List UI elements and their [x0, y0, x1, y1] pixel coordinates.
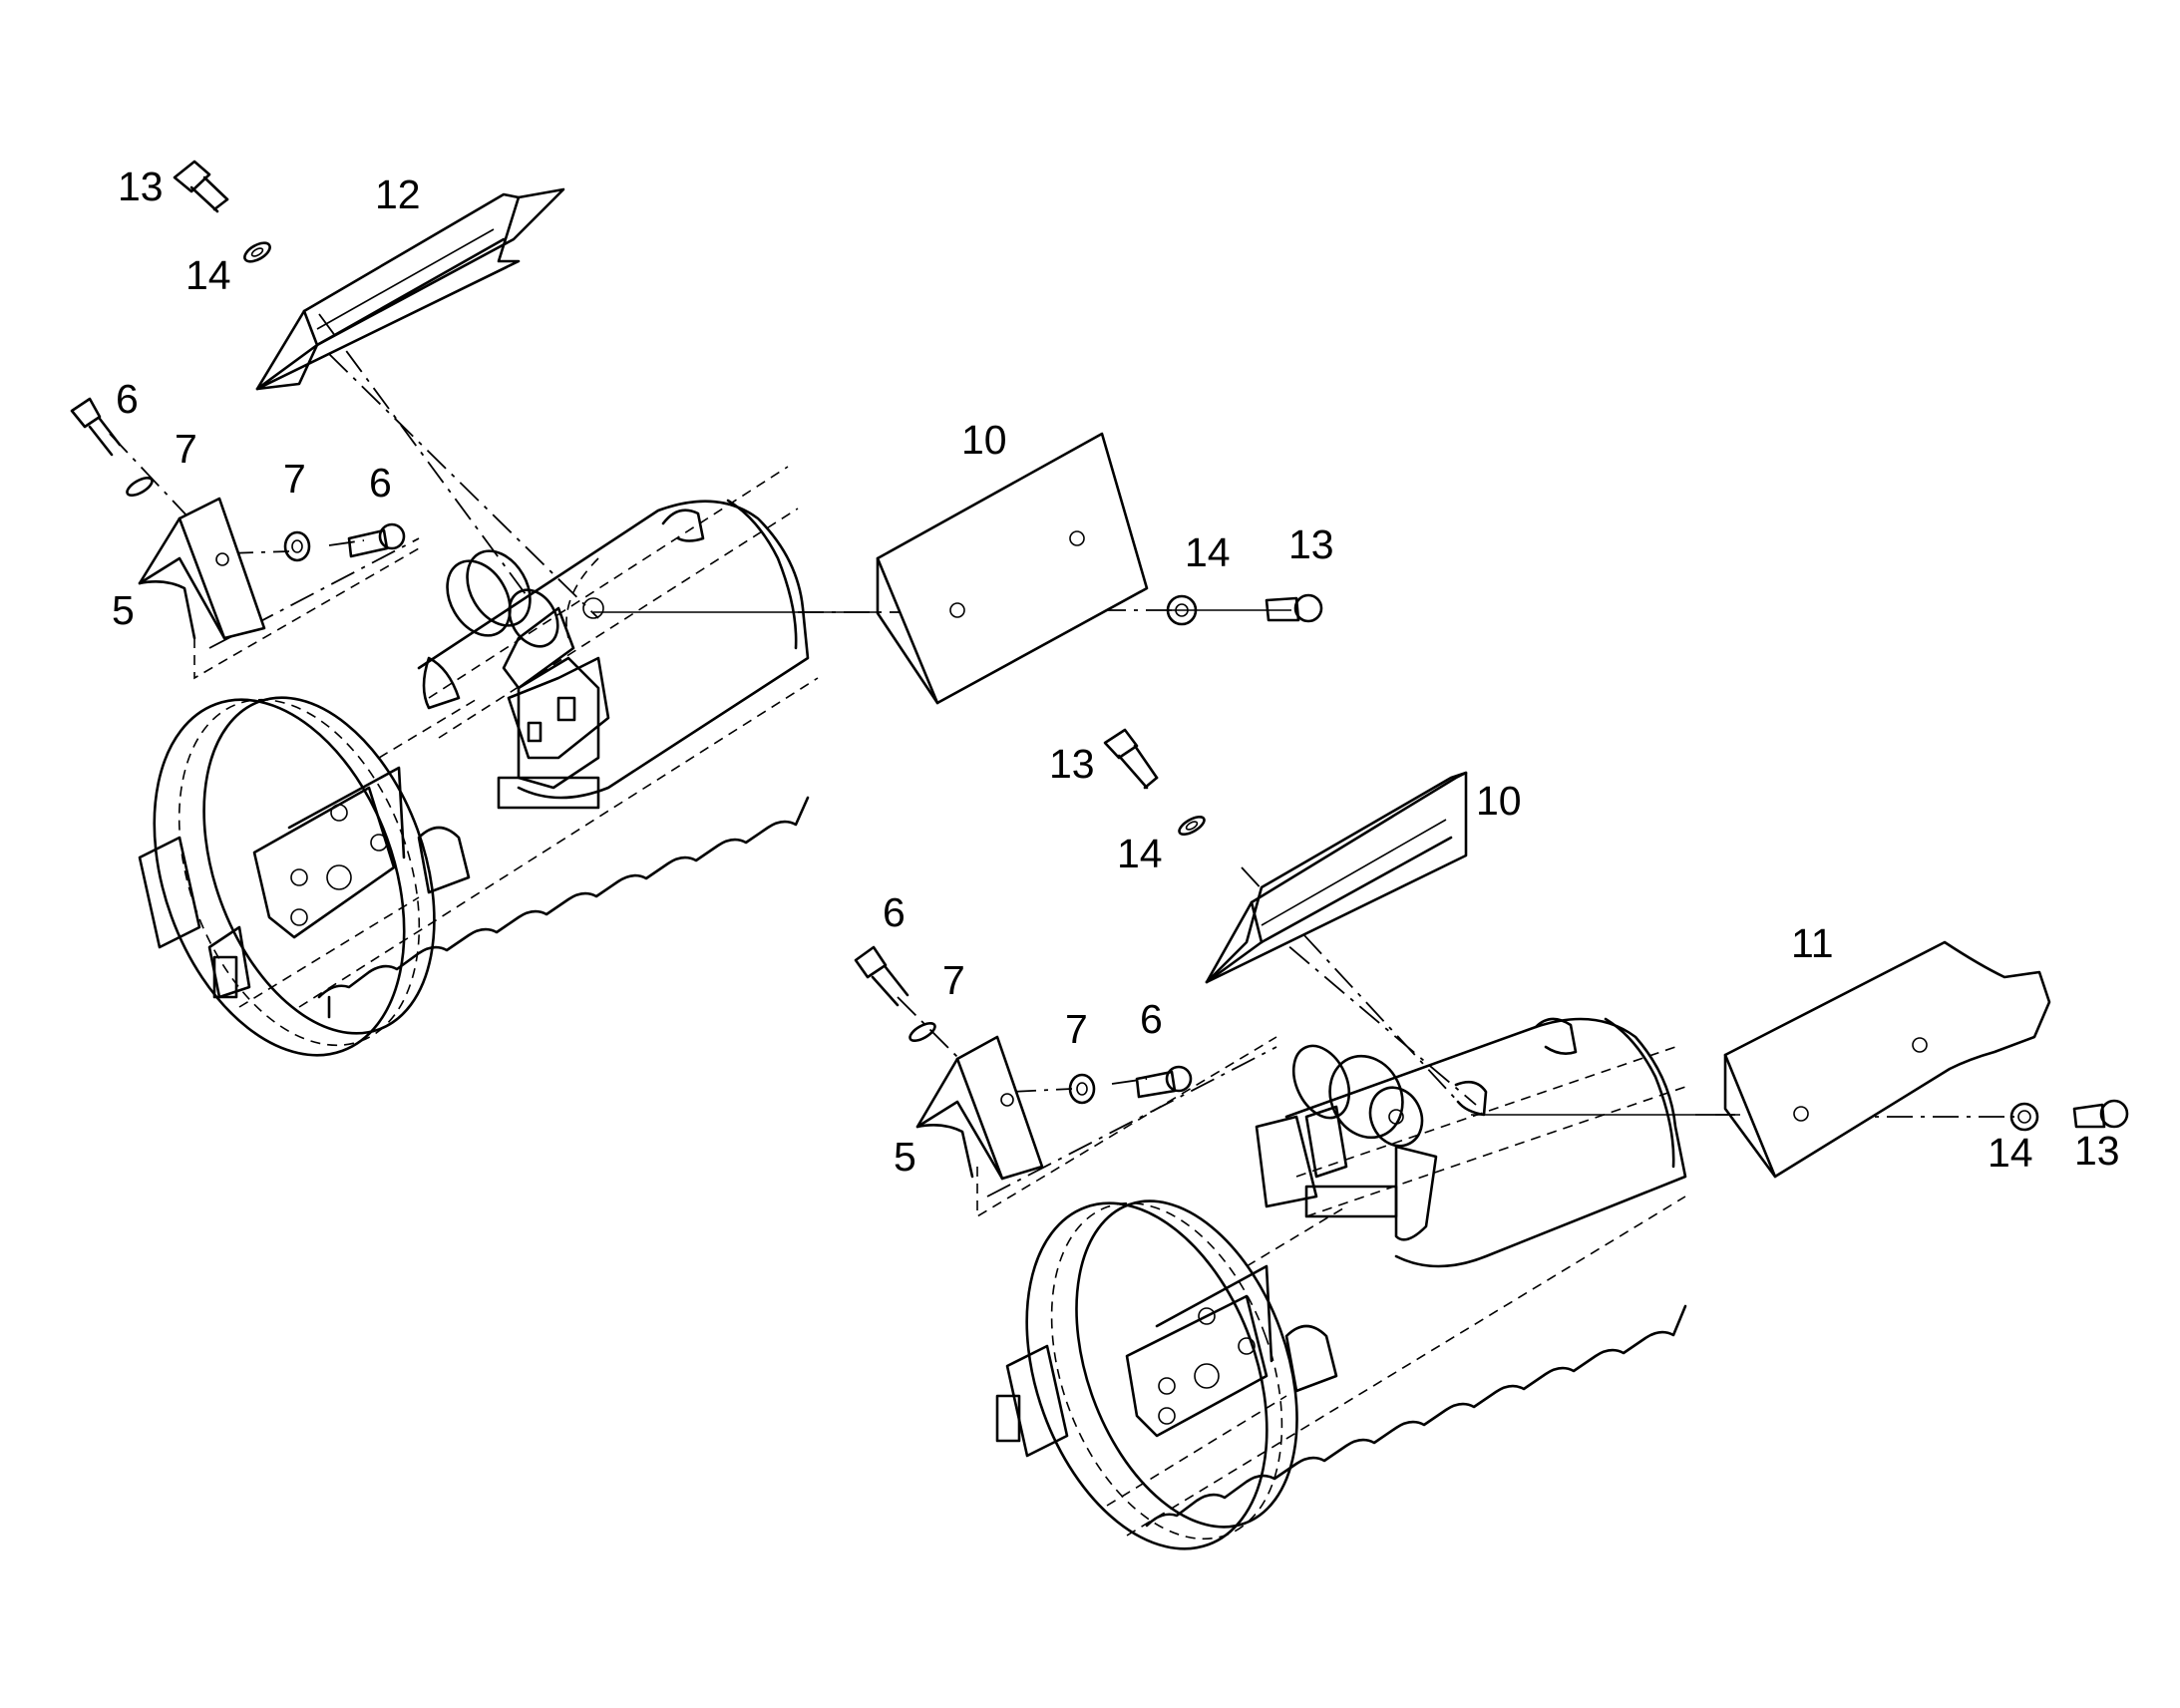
callout-7: 7	[942, 957, 965, 1003]
upper-track-frame-assembly	[138, 466, 819, 1057]
callout-7: 7	[283, 456, 306, 502]
plate-part-10-upper	[876, 432, 1149, 705]
callout-6: 6	[1140, 996, 1163, 1042]
callout-6: 6	[883, 889, 906, 935]
washer-14-upper-right	[1166, 594, 1198, 626]
callout-10: 10	[961, 417, 1007, 463]
bolt-6-lower-b	[1135, 1065, 1193, 1099]
bolt-13-upper	[173, 160, 229, 213]
callouts: 13 12 14 6 7 7 6 5 10 14 13 13 10 14 6 7…	[112, 164, 2120, 1180]
callout-14: 14	[1185, 529, 1231, 575]
washer-7-lower-a	[908, 1021, 936, 1043]
callout-13: 13	[1049, 741, 1095, 787]
bolt-6-upper-a	[70, 397, 122, 457]
washer-7-upper-a	[126, 476, 154, 498]
bracket-part-5-lower	[915, 1035, 1044, 1181]
callout-14: 14	[1988, 1130, 2033, 1176]
callout-5: 5	[894, 1134, 916, 1180]
callout-11: 11	[1791, 920, 1834, 966]
guard-part-12	[255, 187, 565, 391]
callout-5: 5	[112, 587, 135, 633]
callout-7: 7	[1065, 1006, 1088, 1052]
washer-14-upper	[243, 241, 271, 263]
washer-14-lower	[1178, 815, 1206, 837]
callout-12: 12	[375, 171, 421, 217]
bolt-13-lower-right	[2072, 1099, 2129, 1129]
lower-track-frame-assembly	[995, 1017, 1687, 1550]
washer-7-upper-b	[283, 530, 311, 562]
callout-14: 14	[1117, 831, 1163, 876]
bolt-13-upper-right	[1265, 593, 1323, 623]
callout-10: 10	[1476, 778, 1522, 824]
guard-part-10-lower	[1205, 771, 1468, 984]
callout-6: 6	[369, 460, 392, 506]
callout-7: 7	[175, 426, 197, 472]
callout-14: 14	[185, 252, 231, 298]
plate-part-11-lower	[1723, 940, 2051, 1179]
washer-14-lower-right	[2009, 1102, 2039, 1132]
bracket-part-5-upper	[138, 497, 266, 640]
bolt-6-lower-a	[854, 945, 909, 1007]
callout-6: 6	[116, 376, 139, 422]
bolt-13-lower	[1103, 728, 1159, 790]
callout-13: 13	[2074, 1128, 2120, 1174]
washer-7-lower-b	[1068, 1073, 1096, 1105]
callout-13: 13	[118, 164, 164, 209]
callout-13: 13	[1288, 521, 1334, 567]
bolt-6-upper-b	[347, 522, 406, 558]
